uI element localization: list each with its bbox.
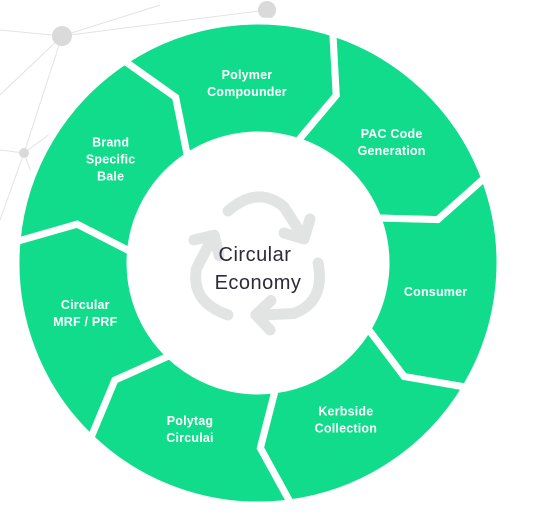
segment-label-line: Polytag <box>167 414 214 428</box>
recycle-arrow <box>222 191 316 245</box>
segment-label-line: Circulai <box>166 431 213 445</box>
segment-label-line: Brand <box>92 136 129 150</box>
segment-label-line: Consumer <box>404 285 467 299</box>
center-title: Circular Economy <box>215 244 302 294</box>
segment-label-consumer: Consumer <box>404 285 467 299</box>
recycle-icon <box>188 191 325 336</box>
segment-label-line: Specific <box>86 153 136 167</box>
segment-label-line: Generation <box>358 144 426 158</box>
network-node <box>19 148 29 158</box>
segment-label-line: MRF / PRF <box>53 315 117 329</box>
segment-label-line: Kerbside <box>318 405 373 419</box>
center-title-line: Economy <box>215 272 302 294</box>
segment-label-line: Circular <box>61 298 110 312</box>
recycle-arrow <box>188 229 234 321</box>
network-node <box>52 26 72 46</box>
network-nodes <box>19 1 276 158</box>
segment-label-line: Collection <box>315 422 377 436</box>
recycle-arrow <box>250 257 325 336</box>
segment-label-line: PAC Code <box>361 127 423 141</box>
segment-label-line: Polymer <box>222 68 273 82</box>
center-title-line: Circular <box>219 244 292 266</box>
segment-label-line: Bale <box>97 170 124 184</box>
center-circle <box>128 133 388 393</box>
network-node <box>258 1 276 19</box>
segment-label-line: Compounder <box>207 85 287 99</box>
